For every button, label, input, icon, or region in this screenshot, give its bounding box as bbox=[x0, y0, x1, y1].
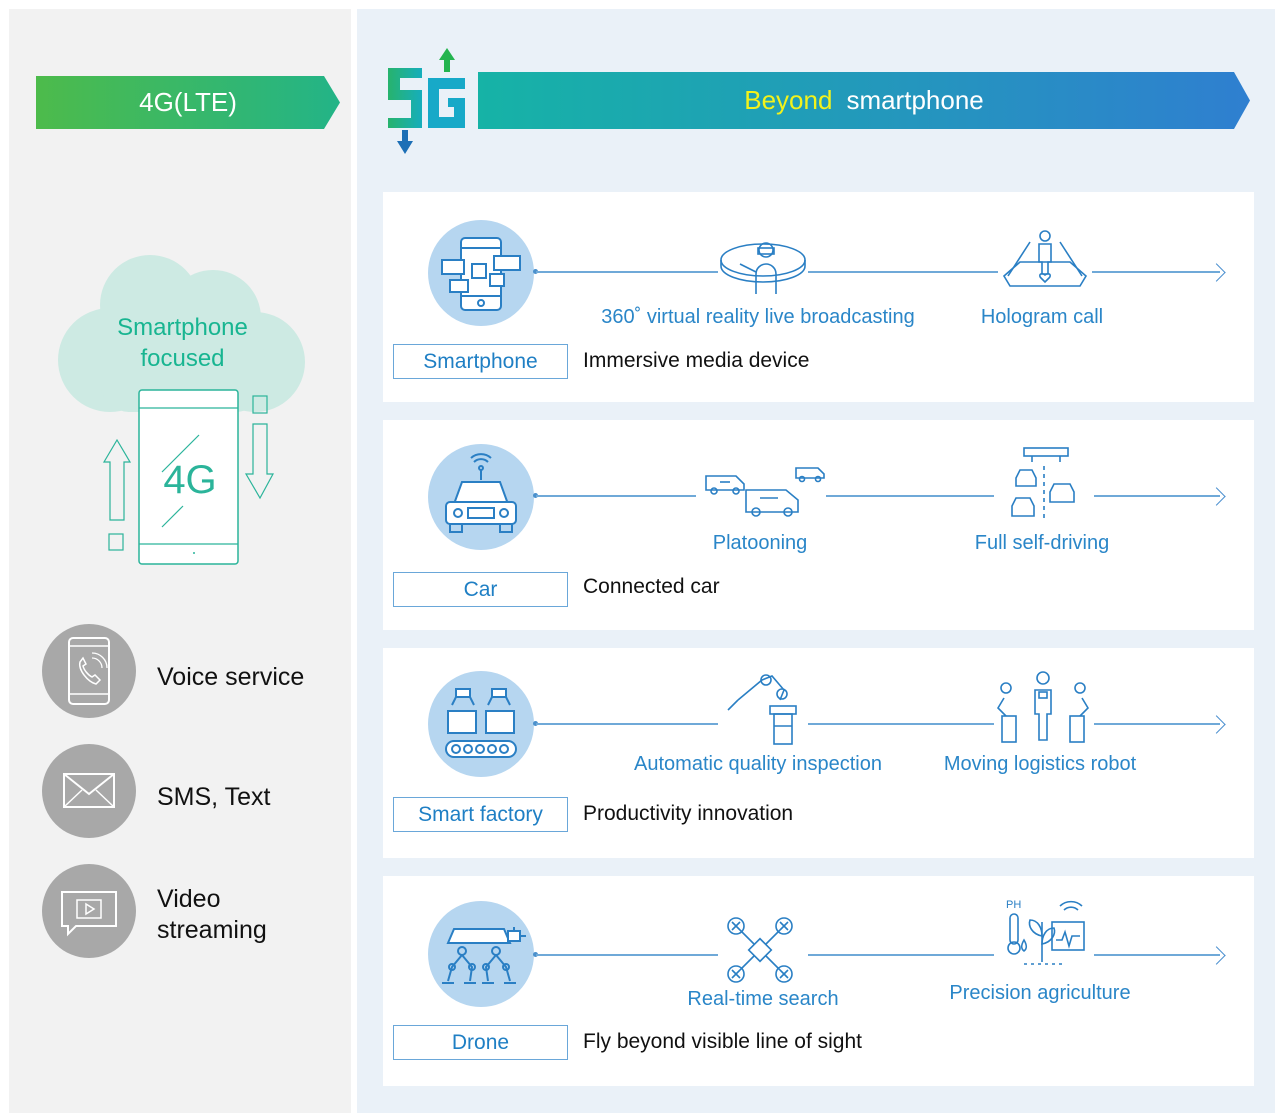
flow-line bbox=[1094, 723, 1220, 725]
video-play-icon bbox=[61, 891, 117, 937]
voice-service-label: Voice service bbox=[157, 662, 304, 693]
flow-start-dot bbox=[533, 952, 538, 957]
category-description: Immersive media device bbox=[583, 349, 810, 372]
category-label-box: Smart factory bbox=[393, 797, 568, 832]
robot-arm-icon bbox=[727, 674, 797, 745]
step-label: Real-time search bbox=[687, 988, 839, 1010]
flow-start-dot bbox=[533, 721, 538, 726]
flow-start-dot bbox=[533, 269, 538, 274]
sms-line1: SMS, Text bbox=[157, 783, 271, 811]
flow-line bbox=[1092, 271, 1220, 273]
category-description: Fly beyond visible line of sight bbox=[583, 1030, 862, 1053]
drone-category-circle bbox=[428, 901, 534, 1007]
category-label-box: Drone bbox=[393, 1025, 568, 1060]
flow-line bbox=[536, 271, 718, 273]
cloud-text-line1: Smartphone bbox=[117, 314, 248, 341]
flow-line bbox=[536, 954, 718, 956]
phone-4g-label: 4G bbox=[163, 458, 217, 502]
step-label: Platooning bbox=[712, 532, 808, 554]
category-label-box: Car bbox=[393, 572, 568, 607]
smartphone-apps-icon bbox=[441, 237, 521, 311]
flow-line bbox=[1094, 954, 1220, 956]
agriculture-sensor-icon: PH bbox=[1006, 899, 1085, 965]
flow-line bbox=[808, 271, 998, 273]
step-label: Automatic quality inspection bbox=[634, 753, 882, 775]
category-description: Connected car bbox=[583, 575, 720, 598]
flow-line bbox=[826, 495, 994, 497]
truck-platoon-icon bbox=[705, 467, 825, 517]
step-label: 360˚ virtual reality live broadcasting bbox=[601, 306, 915, 328]
voice-service-circle bbox=[42, 624, 136, 718]
cloud-text-line2: focused bbox=[140, 345, 225, 372]
step-label: Hologram call bbox=[980, 306, 1104, 328]
flow-line bbox=[1094, 495, 1220, 497]
banner-rest-text: smartphone bbox=[846, 85, 984, 115]
hologram-icon bbox=[1002, 230, 1088, 287]
lte-banner-label: 4G(LTE) bbox=[139, 87, 237, 117]
quadcopter-icon bbox=[727, 917, 793, 983]
flow-start-dot bbox=[533, 493, 538, 498]
banner-highlight-text: Beyond bbox=[744, 85, 833, 115]
car-category-circle bbox=[428, 444, 534, 550]
video-line2: streaming bbox=[157, 916, 267, 944]
video-circle bbox=[42, 864, 136, 958]
factory-category-circle bbox=[428, 671, 534, 777]
fiveg-logo-icon bbox=[388, 48, 465, 154]
flow-line bbox=[808, 723, 994, 725]
drone-icon bbox=[442, 927, 526, 984]
video-label: Video streaming bbox=[157, 884, 267, 946]
fiveg-banner-label: Beyond smartphone bbox=[478, 72, 1250, 129]
logistics-robot-icon bbox=[996, 671, 1090, 743]
svg-text:PH: PH bbox=[1006, 899, 1021, 911]
connected-car-icon bbox=[445, 453, 517, 533]
step-label: Precision agriculture bbox=[949, 982, 1131, 1004]
flow-line bbox=[808, 954, 994, 956]
smartphone-category-circle bbox=[428, 220, 534, 326]
step-label: Full self-driving bbox=[974, 532, 1110, 554]
flow-line bbox=[536, 495, 696, 497]
factory-conveyor-icon bbox=[445, 688, 517, 758]
envelope-icon bbox=[63, 773, 115, 808]
cloud-text: Smartphone focused bbox=[70, 312, 295, 374]
lte-banner-arrow bbox=[36, 76, 340, 129]
voice-service-line1: Voice service bbox=[157, 663, 305, 691]
vr-headset-icon bbox=[720, 242, 806, 294]
cloud-phone-illustration bbox=[58, 255, 305, 565]
step-label: Moving logistics robot bbox=[943, 753, 1137, 775]
fiveg-banner-arrow bbox=[478, 72, 1250, 129]
video-line1: Video bbox=[157, 885, 221, 913]
category-label-box: Smartphone bbox=[393, 344, 568, 379]
phone-call-icon bbox=[68, 637, 110, 705]
self-driving-icon bbox=[1011, 447, 1075, 522]
category-description: Productivity innovation bbox=[583, 802, 794, 825]
flow-line bbox=[536, 723, 718, 725]
sms-circle bbox=[42, 744, 136, 838]
sms-label: SMS, Text bbox=[157, 782, 270, 813]
